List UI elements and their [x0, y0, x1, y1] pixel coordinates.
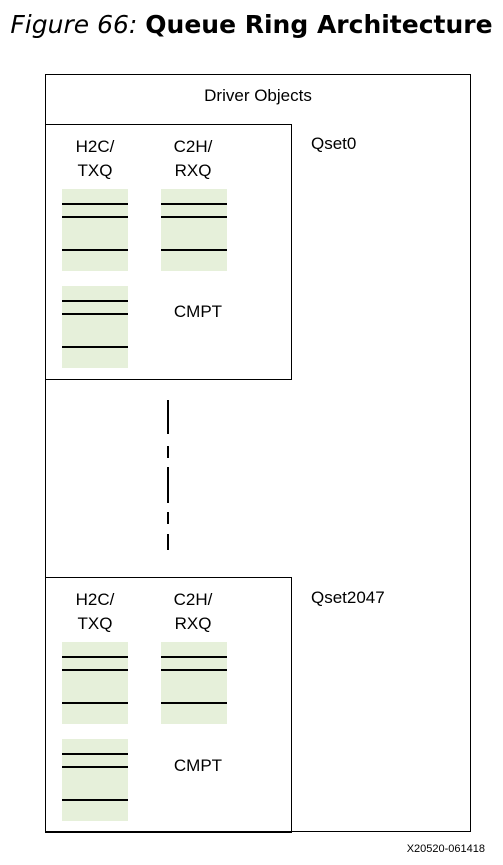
ring-entry-line	[62, 766, 128, 768]
ring-entry-line	[62, 799, 128, 801]
figure-name: Queue Ring Architecture	[145, 10, 493, 39]
driver-objects-box	[45, 74, 471, 832]
qset0-box	[45, 124, 292, 380]
ring-entry-line	[62, 300, 128, 302]
ellipsis-dash	[167, 534, 169, 550]
ring-entry-line	[161, 656, 227, 658]
ellipsis-dash	[167, 446, 169, 458]
ring-entry-line	[62, 346, 128, 348]
qset2047-h2c-label: H2C/ TXQ	[60, 588, 130, 636]
qset0-h2c-ring	[62, 189, 128, 271]
qset2047-c2h-label: C2H/ RXQ	[158, 588, 228, 636]
ellipsis-dash	[167, 467, 169, 503]
qset0-h2c-label-line1: H2C/	[75, 137, 115, 156]
ring-entry-line	[62, 702, 128, 704]
ring-entry-line	[62, 216, 128, 218]
qset2047-c2h-label-line2: RXQ	[174, 614, 212, 633]
qset0-c2h-label-line2: RXQ	[174, 161, 212, 180]
ring-entry-line	[62, 313, 128, 315]
figure-number: Figure 66:	[10, 10, 138, 39]
driver-objects-label: Driver Objects	[204, 86, 312, 105]
qset0-c2h-label: C2H/ RXQ	[158, 135, 228, 183]
qset0-h2c-label: H2C/ TXQ	[60, 135, 130, 183]
ring-entry-line	[62, 656, 128, 658]
qset0-label: Qset0	[311, 134, 357, 153]
ring-entry-line	[62, 203, 128, 205]
ring-entry-line	[161, 669, 227, 671]
ring-entry-line	[161, 216, 227, 218]
qset0-c2h-label-line1: C2H/	[173, 137, 213, 156]
qset2047-h2c-ring	[62, 642, 128, 724]
ring-entry-line	[161, 249, 227, 251]
qset2047-h2c-label-line2: TXQ	[77, 614, 113, 633]
qset2047-cmpt-label: CMPT	[173, 756, 223, 775]
figure-id: X20520-061418	[406, 843, 485, 855]
qset2047-c2h-ring	[161, 642, 227, 724]
ring-entry-line	[62, 249, 128, 251]
ring-entry-line	[62, 753, 128, 755]
ring-entry-line	[161, 702, 227, 704]
qset0-cmpt-label: CMPT	[173, 302, 223, 321]
qset2047-c2h-label-line1: C2H/	[173, 590, 213, 609]
qset2047-label: Qset2047	[311, 588, 385, 607]
ellipsis-dash	[167, 512, 169, 524]
ring-entry-line	[62, 669, 128, 671]
qset2047-cmpt-ring	[62, 739, 128, 821]
ring-entry-line	[161, 203, 227, 205]
qset0-cmpt-ring	[62, 286, 128, 368]
figure-title: Figure 66: Queue Ring Architecture	[0, 10, 503, 39]
ellipsis-dash	[167, 400, 169, 434]
qset2047-h2c-label-line1: H2C/	[75, 590, 115, 609]
qset0-c2h-ring	[161, 189, 227, 271]
qset0-h2c-label-line2: TXQ	[77, 161, 113, 180]
qset2047-box	[45, 577, 292, 833]
